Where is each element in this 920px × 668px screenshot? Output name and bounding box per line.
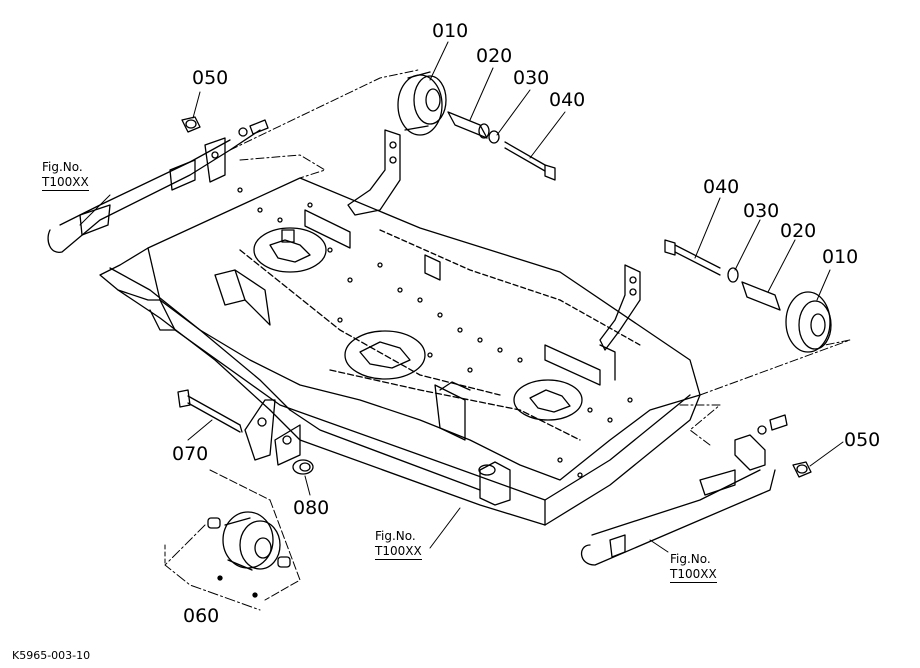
spindle-openings [253,227,583,421]
bolt-070-assembly [177,389,314,475]
fig-ref-left-line2: T100XX [42,175,89,191]
part-label-080: 080 [293,497,330,519]
part-label-010-top: 010 [432,20,469,42]
roller-060-assembly [164,469,301,611]
fig-ref-center-line1: Fig.No. [375,529,416,543]
part-label-050-right: 050 [844,429,881,451]
deck-body [99,177,701,526]
fig-ref-right[interactable]: Fig.No. T100XX [670,552,717,583]
part-label-070: 070 [172,443,209,465]
part-label-020-right: 020 [780,220,817,242]
fig-ref-left-line1: Fig.No. [42,160,83,174]
fig-ref-right-line1: Fig.No. [670,552,711,566]
fig-ref-center-line2: T100XX [375,544,422,560]
right-front-arm [580,339,851,566]
part-label-010-right: 010 [822,246,859,268]
part-label-030-top: 030 [513,67,550,89]
part-label-040-top: 040 [549,89,586,111]
deck-holes [237,187,633,478]
top-wheel-assembly [397,71,556,181]
left-wheel-post [347,129,401,216]
part-label-050-left: 050 [192,67,229,89]
leader-lines [79,41,844,553]
left-front-arm [47,69,419,253]
part-label-040-right: 040 [703,176,740,198]
part-label-020-top: 020 [476,45,513,67]
part-label-030-right: 030 [743,200,780,222]
deck-brackets [214,209,616,506]
fig-ref-center[interactable]: Fig.No. T100XX [375,529,422,560]
part-label-060: 060 [183,605,220,627]
right-wheel-post [599,264,641,351]
right-wheel-assembly [664,239,832,353]
fig-ref-left[interactable]: Fig.No. T100XX [42,160,89,191]
fig-ref-right-line2: T100XX [670,567,717,583]
diagram-code: K5965-003-10 [12,649,91,662]
